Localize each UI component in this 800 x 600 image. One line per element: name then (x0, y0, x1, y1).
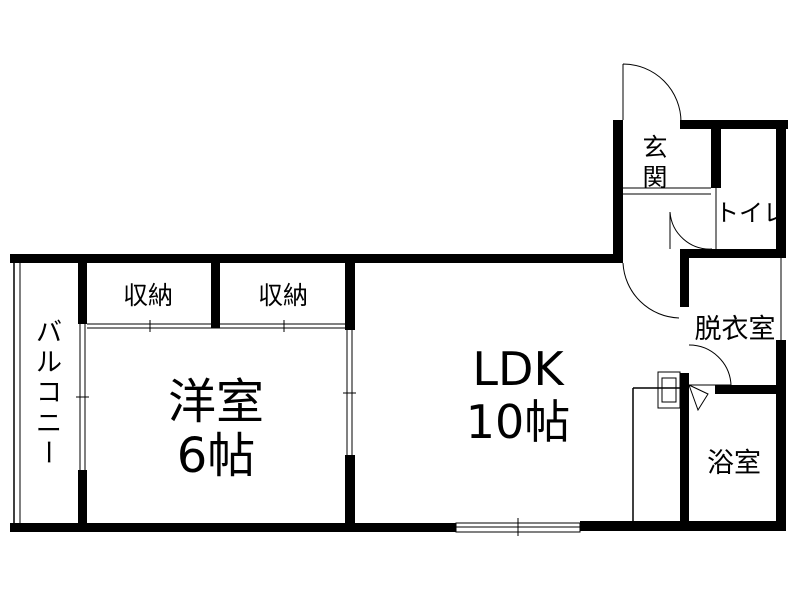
fixtures (13, 63, 782, 536)
wall-balcony-inner-lower (78, 470, 87, 532)
toilet-label: トイレ (715, 199, 787, 227)
entrance-label-char-1: 玄 (642, 133, 667, 162)
wall-entrance-left (613, 120, 623, 263)
dressing-door-swing (688, 344, 732, 386)
wall-top-right (680, 120, 788, 129)
wall-entrance-top (613, 120, 623, 129)
bathroom-label: 浴室 (707, 448, 761, 479)
wall-room-ldk-upper (345, 254, 355, 330)
fridge-box-inner (661, 377, 677, 403)
wall-wet-left-upper (680, 249, 689, 307)
western-room-name: 洋室 (168, 374, 264, 430)
wall-room-ldk-lower (345, 455, 355, 532)
wall-wet-top (680, 249, 786, 258)
storage-left-label: 収納 (123, 281, 173, 310)
wall-wet-left-lower (680, 373, 689, 531)
entrance-door-swing (622, 63, 682, 123)
wall-dressing-right (776, 340, 786, 531)
wall-toilet-right (776, 120, 786, 256)
dressing-room-label: 脱衣室 (695, 314, 776, 345)
wall-balcony-inner (78, 254, 87, 324)
ldk-door-swing (622, 262, 680, 319)
toilet-door-swing (669, 211, 713, 250)
walls (10, 120, 788, 532)
balcony-label-char-2: ル (36, 348, 62, 378)
wall-entrance-divider (711, 120, 721, 188)
ldk-name: LDK (472, 342, 565, 396)
balcony-label-char-5: ー (32, 439, 62, 465)
wall-storage-divider (211, 254, 220, 328)
balcony-label-char-4: ニ (36, 409, 62, 439)
entrance-label-char-2: 関 (642, 163, 667, 192)
balcony-label-char-1: バ (36, 318, 62, 348)
bath-door (688, 384, 709, 412)
western-room-size: 6帖 (177, 428, 256, 484)
ldk-size: 10帖 (466, 395, 571, 449)
balcony-label-char-3: コ (36, 378, 62, 408)
wall-bottom-left (10, 523, 456, 532)
wall-bath-top (715, 385, 786, 394)
storage-right-label: 収納 (258, 281, 308, 310)
labels: バ ル コ ニ ー 収納 収納 洋室 6帖 LDK 10帖 玄 関 トイレ 脱衣… (32, 133, 787, 484)
fridge-box (657, 371, 681, 409)
wall-top-main (10, 254, 622, 263)
